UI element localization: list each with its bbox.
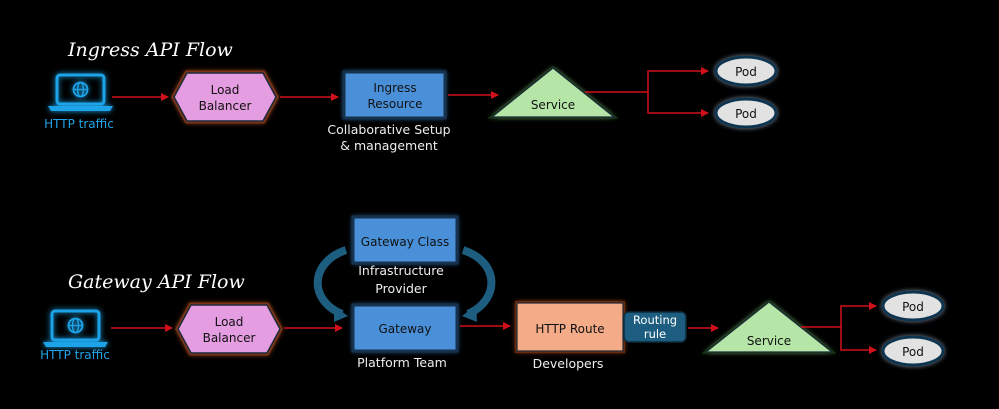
gateway-service: Service (701, 300, 837, 354)
http-route-label: HTTP Route (535, 322, 604, 336)
ingress-resource-caption-2: & management (340, 138, 438, 153)
ingress-arrow-service-pod-1 (585, 67, 709, 93)
gateway-pod-2-label: Pod (902, 345, 924, 359)
gateway-flow-title: Gateway API Flow (68, 271, 245, 293)
gateway-arrow-service-pod-2 (840, 327, 877, 354)
gateway-box: Gateway (351, 303, 459, 353)
gateway-label: Gateway (378, 322, 431, 336)
http-route: HTTP Route (515, 301, 625, 353)
gateway-caption: Platform Team (357, 355, 447, 370)
gateway-class-label: Gateway Class (361, 235, 449, 249)
ingress-flow-title: Ingress API Flow (67, 39, 233, 61)
gateway-load-balancer: Load Balancer (175, 302, 283, 356)
ingress-load-balancer: Load Balancer (171, 70, 279, 124)
laptop-globe-icon (48, 73, 113, 111)
laptop-globe-icon (43, 309, 108, 347)
gateway-pod-1: Pod (881, 290, 945, 322)
ingress-pod-1-label: Pod (735, 65, 757, 79)
gateway-class-caption-2: Provider (375, 281, 427, 296)
http-route-caption: Developers (533, 356, 604, 371)
ingress-client-label: HTTP traffic (44, 117, 114, 131)
ingress-arrow-service-pod-2 (647, 92, 709, 117)
curved-arrow-right-icon (461, 246, 496, 322)
gateway-lb-label-1: Load (215, 315, 244, 329)
routing-rule-label-1: Routing (633, 313, 677, 327)
routing-rule-label-2: rule (644, 327, 666, 341)
ingress-lb-label-2: Balancer (199, 99, 252, 113)
ingress-resource: Ingress Resource (342, 70, 447, 120)
ingress-resource-label-2: Resource (367, 97, 422, 111)
ingress-pod-2-label: Pod (735, 107, 757, 121)
gateway-service-label: Service (747, 334, 791, 348)
curved-arrow-left-icon (313, 246, 348, 322)
ingress-pod-1: Pod (714, 55, 778, 87)
gateway-pod-1-label: Pod (902, 300, 924, 314)
gateway-arrow-service-pod-1 (801, 302, 877, 328)
gateway-pod-2: Pod (881, 335, 945, 367)
gateway-class-caption-1: Infrastructure (358, 263, 444, 278)
gateway-lb-label-2: Balancer (203, 331, 256, 345)
ingress-pod-2: Pod (714, 97, 778, 129)
ingress-resource-caption-1: Collaborative Setup (327, 122, 450, 137)
ingress-resource-label-1: Ingress (373, 81, 416, 95)
routing-rule: Routing rule (623, 311, 687, 343)
ingress-service: Service (487, 66, 619, 119)
gateway-class: Gateway Class (351, 215, 459, 265)
ingress-lb-label-1: Load (211, 83, 240, 97)
ingress-service-label: Service (531, 98, 575, 112)
gateway-client-label: HTTP traffic (40, 348, 110, 362)
